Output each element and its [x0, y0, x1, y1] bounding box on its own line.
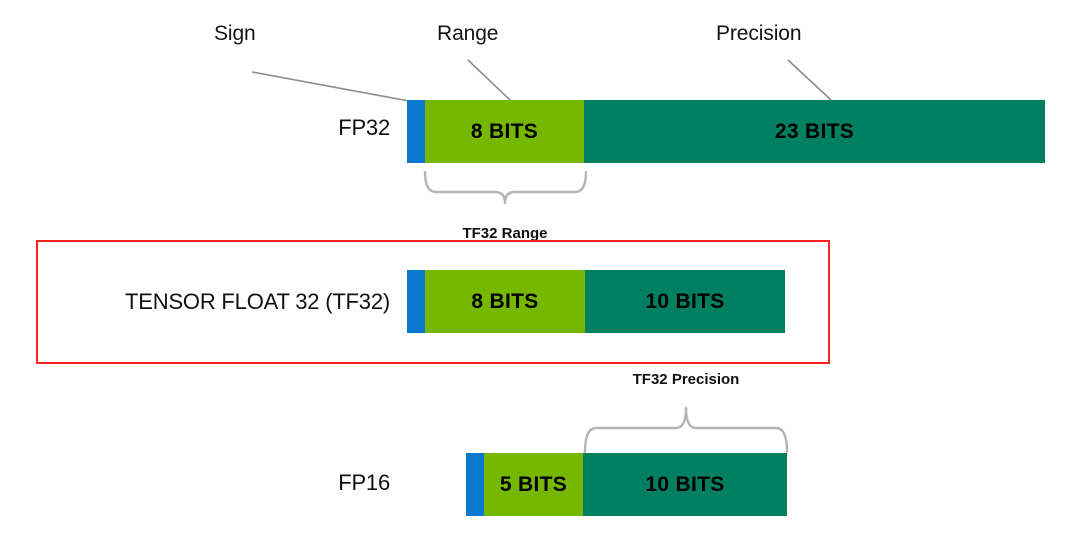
segment-tf32-sign [407, 270, 425, 333]
callout-sign: Sign [214, 22, 256, 45]
callout-range: Range [437, 22, 499, 45]
segment-fp32-range: 8 BITS [425, 100, 584, 163]
format-label-tf32: TENSOR FLOAT 32 (TF32) [125, 289, 390, 314]
sign-leader-line [251, 71, 410, 102]
precision-leader-line [787, 59, 832, 101]
tf32-highlight-box [36, 240, 830, 364]
bit-bar-fp16: 5 BITS 10 BITS [466, 453, 787, 516]
segment-fp16-range: 5 BITS [484, 453, 583, 516]
tf32-range-brace [423, 170, 588, 205]
bit-bar-fp32: 8 BITS 23 BITS [407, 100, 1045, 163]
segment-tf32-range: 8 BITS [425, 270, 585, 333]
brace-label-tf32-precision: TF32 Precision [632, 371, 740, 388]
bit-bar-tf32: 8 BITS 10 BITS [407, 270, 785, 333]
segment-tf32-precision: 10 BITS [585, 270, 785, 333]
format-label-fp16: FP16 [338, 470, 390, 495]
format-label-fp32: FP32 [338, 115, 390, 140]
brace-label-tf32-range: TF32 Range [462, 225, 548, 242]
range-leader-line [467, 59, 511, 101]
segment-fp32-sign [407, 100, 425, 163]
segment-fp16-sign [466, 453, 484, 516]
tf32-precision-brace [583, 406, 789, 454]
segment-fp16-precision: 10 BITS [583, 453, 787, 516]
callout-precision: Precision [716, 22, 802, 45]
segment-fp32-precision: 23 BITS [584, 100, 1045, 163]
